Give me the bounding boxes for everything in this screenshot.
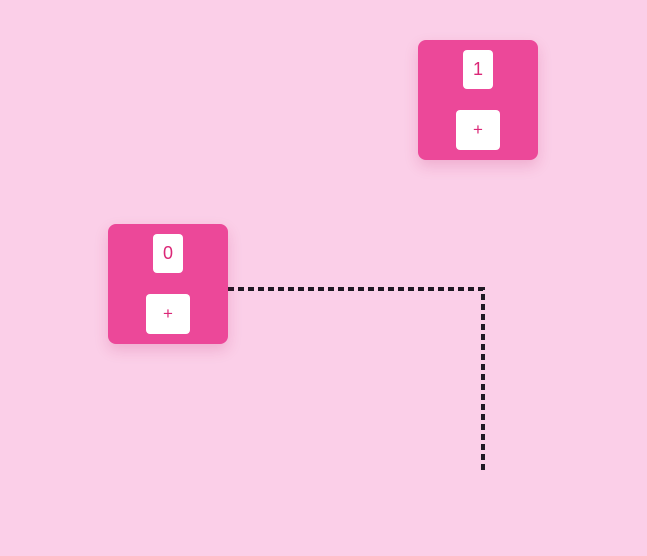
node-counter: 0	[153, 234, 183, 273]
node-counter: 1	[463, 50, 493, 89]
node-1[interactable]: 1 +	[418, 40, 538, 160]
node-0[interactable]: 0 +	[108, 224, 228, 344]
add-button[interactable]: +	[456, 110, 500, 150]
add-button[interactable]: +	[146, 294, 190, 334]
connector-path	[228, 287, 485, 470]
